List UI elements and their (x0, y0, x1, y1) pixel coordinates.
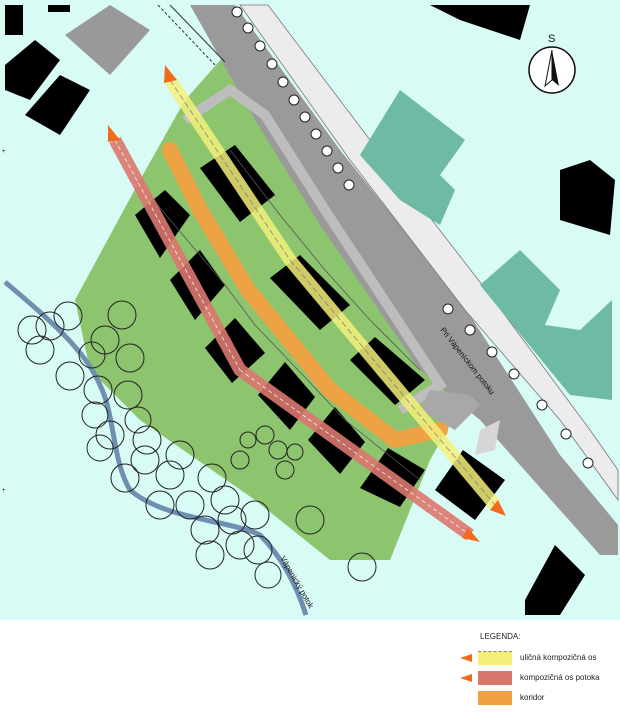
legend-item-stream-axis: kompozičná os potoka (460, 670, 610, 686)
rail-line (169, 4, 226, 63)
sidewalk (239, 4, 619, 502)
arrow-icon (460, 674, 472, 682)
legend-label: koridor (520, 693, 545, 702)
stream-axis-center-line (239, 369, 471, 536)
legend-label: uličná kompozičná os (520, 653, 597, 662)
main-road (190, 5, 618, 555)
legend-item-street-axis: uličná kompozičná os (460, 650, 610, 666)
street-axis-center-line (289, 259, 496, 506)
parking-area (420, 390, 480, 430)
legend-title: LEGENDA: (480, 632, 521, 641)
legend: LEGENDA: uličná kompozičná os kompozičná… (460, 632, 610, 712)
edge-marker: + (2, 488, 6, 494)
site-plan-map: Pri Vápeníckom potoku Vápenický potok S … (0, 0, 620, 620)
compass-letter: S (548, 33, 555, 45)
existing-building-teal (480, 250, 612, 400)
tree-group (17, 300, 377, 589)
existing-building (48, 5, 70, 12)
rail-line (157, 4, 216, 66)
street-axis-arrow-start (164, 65, 177, 83)
stream-axis-center-line (114, 139, 241, 371)
legend-item-corridor: koridor (460, 690, 610, 706)
existing-building (560, 160, 615, 235)
legend-swatch (478, 651, 512, 665)
stream-axis-arrow-start (108, 125, 120, 142)
legend-label: kompozičná os potoka (520, 673, 600, 682)
arrow-icon (460, 654, 472, 662)
corridor-axis (162, 142, 448, 448)
street-trees (231, 6, 594, 469)
legend-swatch (478, 691, 512, 705)
existing-building (430, 5, 530, 40)
existing-building (525, 545, 585, 615)
north-compass: S (528, 33, 576, 94)
existing-building-teal (360, 90, 465, 225)
existing-building (25, 75, 90, 135)
existing-building (5, 5, 23, 35)
access-road (182, 83, 447, 415)
street-axis-arrow-end (490, 500, 506, 516)
edge-marker: + (2, 149, 6, 155)
existing-building-gray (65, 5, 150, 75)
legend-swatch (478, 671, 512, 685)
plot-outlines (144, 149, 421, 481)
stream (3, 280, 309, 616)
street-axis-center-line (169, 79, 291, 261)
existing-building (5, 40, 60, 100)
stream-axis-arrow-end (462, 528, 480, 542)
parking-area-light (475, 420, 500, 455)
